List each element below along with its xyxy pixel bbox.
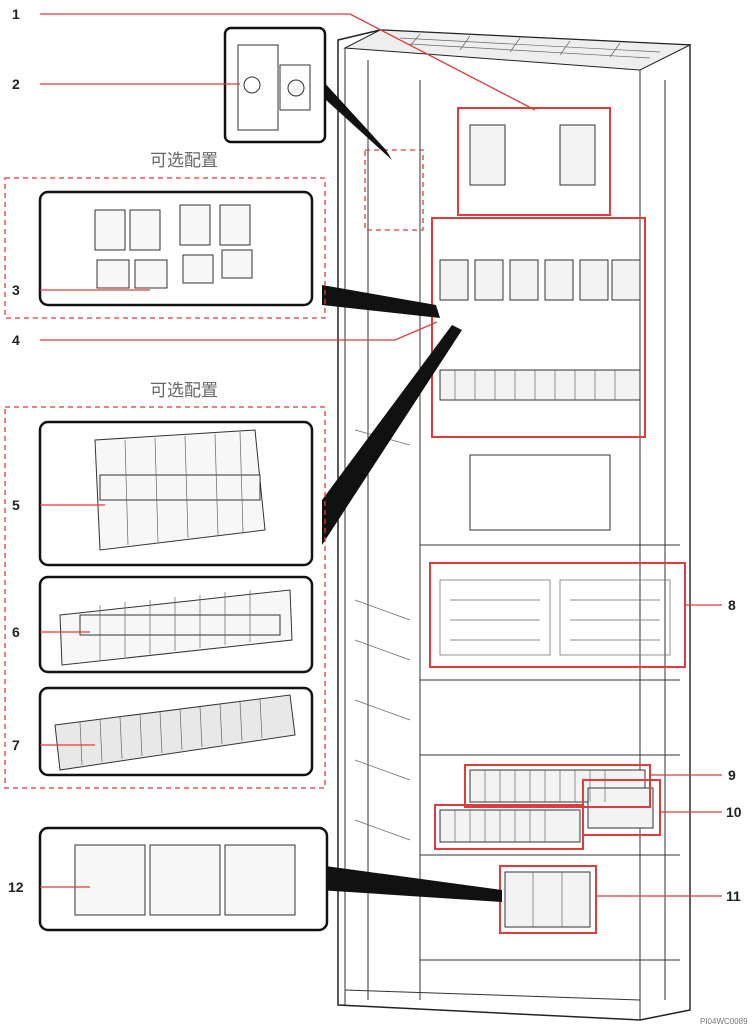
optional-group-1	[4, 177, 326, 319]
cabinet	[337, 29, 692, 1021]
highlight-box-8	[429, 562, 686, 668]
callout-11: 11	[726, 888, 741, 904]
callout-7: 7	[12, 737, 20, 753]
callout-1: 1	[12, 6, 20, 22]
inset-2	[223, 26, 327, 144]
callout-lines	[40, 13, 722, 897]
highlight-box-4	[431, 217, 646, 438]
optional-config-label-1: 可选配置	[150, 151, 218, 171]
callout-4: 4	[12, 332, 20, 348]
callout-2: 2	[12, 76, 20, 92]
callout-9: 9	[728, 767, 736, 783]
inset-3	[38, 190, 314, 307]
highlight-box-9a	[464, 764, 651, 808]
zoom-wedges	[318, 80, 502, 902]
callout-5: 5	[12, 497, 20, 513]
callout-10: 10	[726, 804, 742, 820]
optional-config-label-2: 可选配置	[150, 381, 218, 401]
callout-12: 12	[8, 879, 24, 895]
callout-6: 6	[12, 624, 20, 640]
callout-3: 3	[12, 282, 20, 298]
figure-code: PI04WC0089	[700, 1017, 748, 1026]
highlight-box-10	[582, 779, 661, 836]
highlight-box-1	[457, 107, 611, 216]
callout-8: 8	[728, 597, 736, 613]
